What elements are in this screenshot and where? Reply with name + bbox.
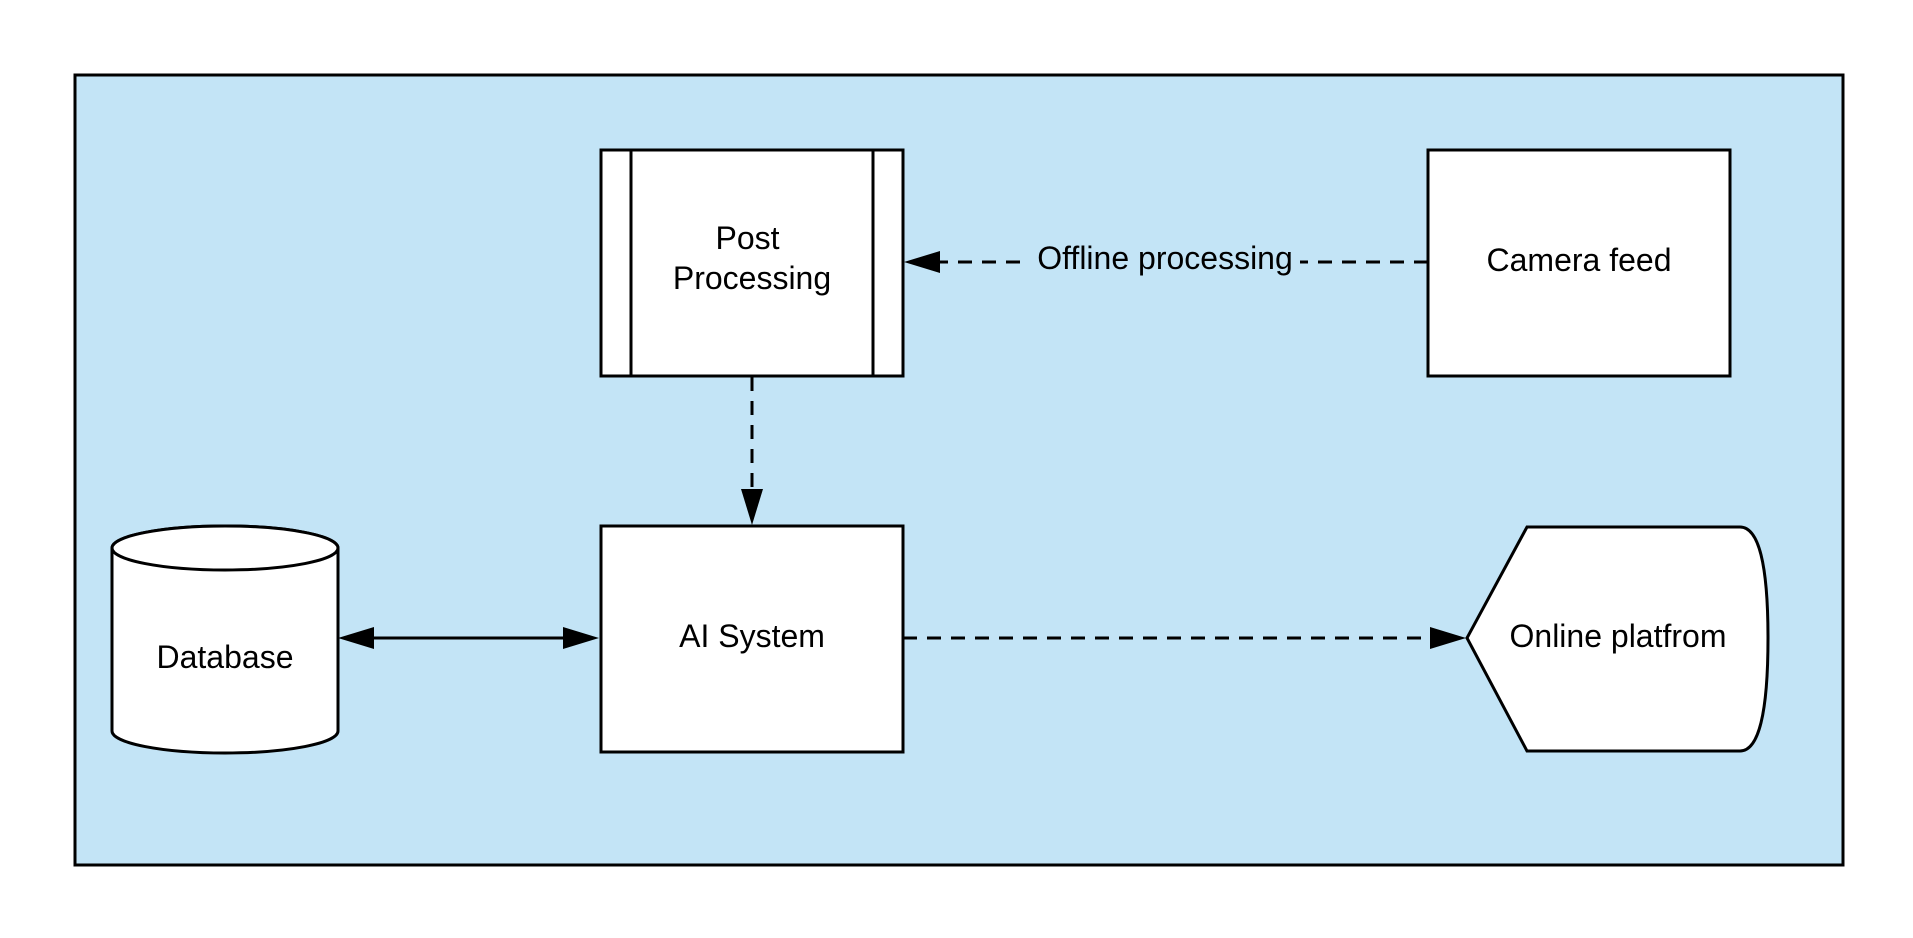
node-database[interactable]: Database	[110, 524, 340, 755]
post-processing-line-1: Post	[716, 220, 780, 256]
node-post-processing[interactable]: Post Processing	[599, 148, 905, 378]
edge-label-offline-processing: Offline processing	[1037, 240, 1293, 276]
arrowhead-ai-in-left	[563, 627, 599, 649]
node-online-platform-label: Online platfrom	[1510, 618, 1727, 654]
edge-label-background	[1030, 240, 1300, 280]
arrowhead-database-in	[338, 627, 374, 649]
node-database-label: Database	[157, 639, 294, 675]
node-ai-system[interactable]: AI System	[599, 524, 905, 754]
node-ai-system-label: AI System	[679, 618, 825, 654]
node-camera-feed[interactable]: Camera feed	[1426, 148, 1732, 378]
node-online-platform[interactable]: Online platfrom	[1465, 525, 1770, 753]
arrowhead-ai-in-top	[741, 489, 763, 525]
arrowhead-online-platform-in	[1430, 627, 1466, 649]
node-post-processing-label: Post Processing	[673, 220, 831, 296]
arrowhead-postprocessing-in	[904, 251, 940, 273]
post-processing-line-2: Processing	[673, 260, 831, 296]
node-camera-feed-label: Camera feed	[1487, 242, 1672, 278]
